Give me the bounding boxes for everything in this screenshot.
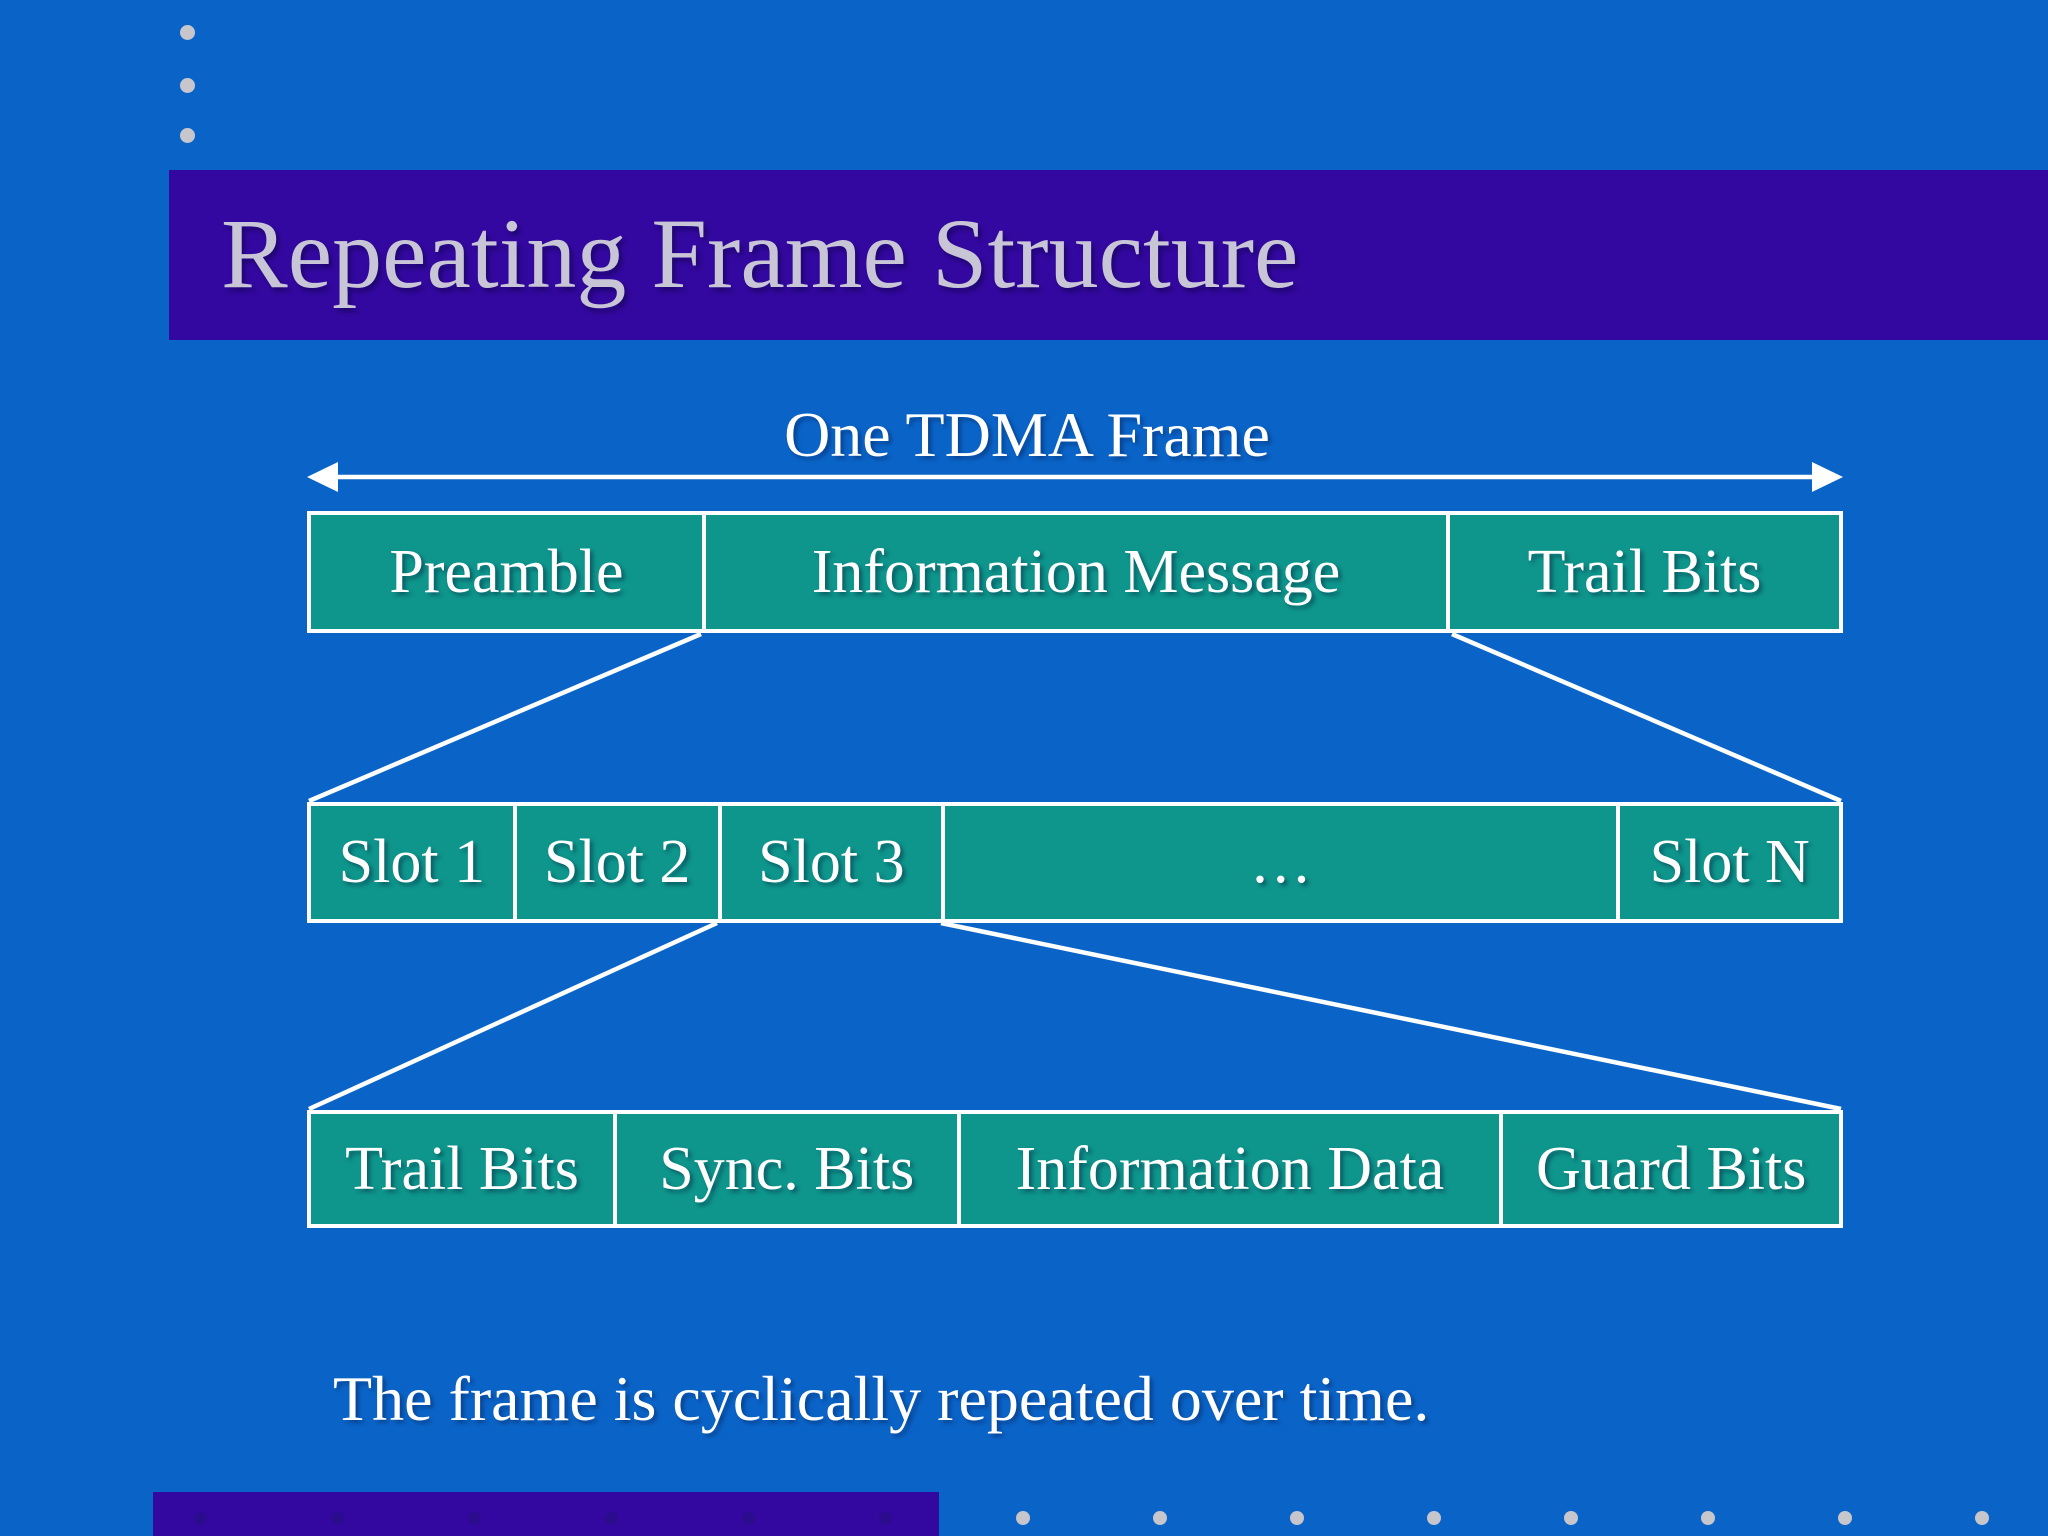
- detail-cell-sync-bits: Sync. Bits: [613, 1114, 957, 1224]
- decor-dot: [180, 78, 195, 93]
- slot-cell-2: Slot 2: [512, 806, 718, 919]
- slots-row: Slot 1 Slot 2 Slot 3 … Slot N: [307, 802, 1843, 923]
- slot-cell-ellipsis: …: [941, 806, 1617, 919]
- decor-dot-dark: [605, 1512, 618, 1525]
- slot-cell-1: Slot 1: [311, 806, 513, 919]
- decor-dot: [1564, 1511, 1578, 1525]
- detail-cell-guard-bits: Guard Bits: [1499, 1114, 1839, 1224]
- arrow-head-right-icon: [1812, 462, 1843, 492]
- connector-row1-right: [1451, 631, 1842, 804]
- decor-dot: [1838, 1511, 1852, 1525]
- decor-dot: [1427, 1511, 1441, 1525]
- tdma-frame-row: Preamble Information Message Trail Bits: [307, 511, 1843, 633]
- decor-dot: [1701, 1511, 1715, 1525]
- slot-cell-n: Slot N: [1616, 806, 1839, 919]
- detail-cell-trail-bits: Trail Bits: [311, 1114, 614, 1224]
- decor-dot: [180, 25, 195, 40]
- decor-dot-dark: [331, 1512, 344, 1525]
- connector-row2-right: [940, 920, 1842, 1112]
- slot-cell-3: Slot 3: [717, 806, 942, 919]
- decor-dot: [180, 128, 195, 143]
- bottom-accent-bar: [153, 1492, 939, 1536]
- frame-cell-information-message: Information Message: [701, 515, 1447, 629]
- decor-dot: [1016, 1511, 1030, 1525]
- page-title: Repeating Frame Structure: [221, 198, 1299, 309]
- caption-text: The frame is cyclically repeated over ti…: [333, 1363, 1430, 1434]
- detail-cell-information-data: Information Data: [956, 1114, 1500, 1224]
- title-bar: Repeating Frame Structure: [169, 170, 2048, 340]
- decor-dot-dark: [879, 1512, 892, 1525]
- frame-cell-preamble: Preamble: [311, 515, 702, 629]
- decor-dot-dark: [742, 1512, 755, 1525]
- decor-dot: [1290, 1511, 1304, 1525]
- decor-dot-dark: [468, 1512, 481, 1525]
- frame-span-label: One TDMA Frame: [784, 399, 1270, 470]
- decor-dot-dark: [194, 1512, 207, 1525]
- decor-dot: [1975, 1511, 1989, 1525]
- frame-cell-trail-bits: Trail Bits: [1446, 515, 1839, 629]
- decor-dot: [1153, 1511, 1167, 1525]
- connector-row1-left: [308, 631, 702, 804]
- slot-detail-row: Trail Bits Sync. Bits Information Data G…: [307, 1110, 1843, 1228]
- arrow-head-left-icon: [307, 462, 338, 492]
- connector-row2-left: [308, 920, 718, 1112]
